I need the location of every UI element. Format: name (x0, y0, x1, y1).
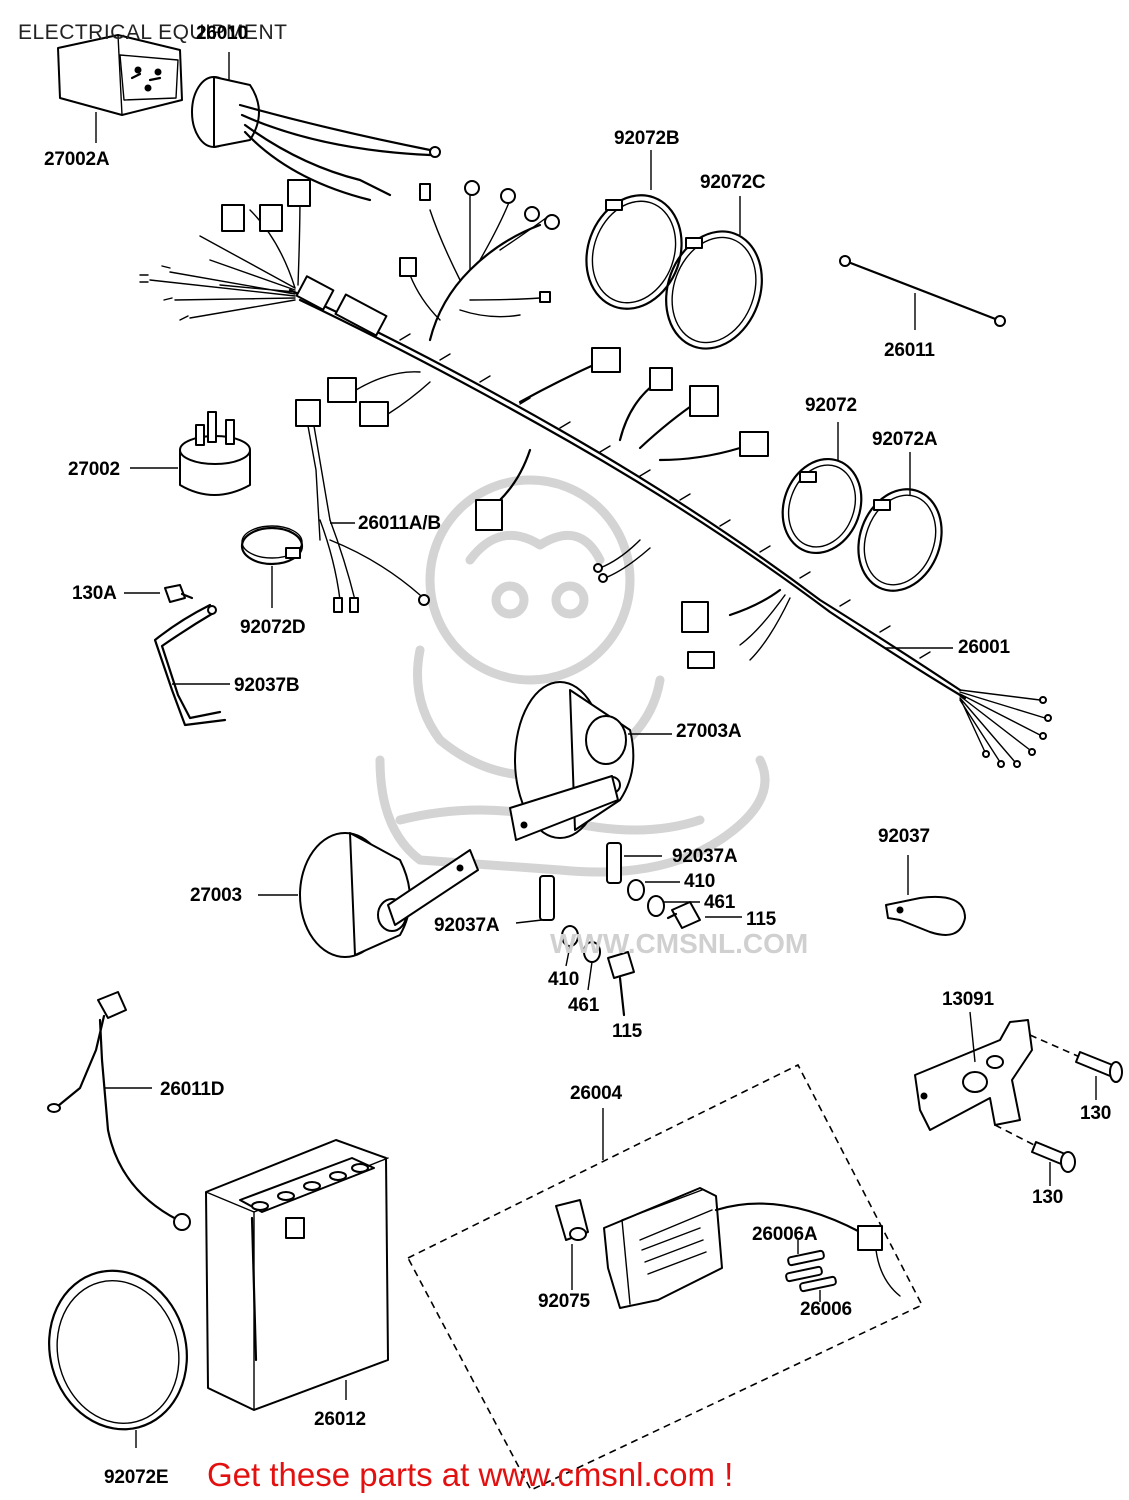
part-label-26006A[interactable]: 26006A (752, 1224, 818, 1245)
part-label-27002[interactable]: 27002 (68, 459, 120, 480)
part-label-92037B[interactable]: 92037B (234, 675, 300, 696)
horn-27003A (509, 681, 672, 841)
horn-27003 (258, 832, 479, 958)
battery-26012 (205, 1139, 389, 1411)
cable-band-92072D (240, 525, 304, 608)
part-label-92072B[interactable]: 92072B (614, 128, 680, 149)
part-label-26012[interactable]: 26012 (314, 1409, 366, 1430)
part-label-26004[interactable]: 26004 (570, 1083, 622, 1104)
lead-wire-26011D (47, 991, 191, 1231)
part-label-130A[interactable]: 130A (72, 583, 117, 604)
regulator-26004 (603, 1187, 901, 1309)
part-label-92075[interactable]: 92075 (538, 1291, 590, 1312)
part-label-26006[interactable]: 26006 (800, 1299, 852, 1320)
screw-130A (124, 584, 194, 603)
part-label-92072E[interactable]: 92072E (104, 1467, 169, 1488)
part-label-461-right[interactable]: 461 (704, 892, 736, 913)
horn-mount-hardware-right (606, 842, 742, 929)
cable-band-92072B (585, 150, 683, 310)
clamp-92037 (885, 855, 966, 936)
relay-27002A (57, 34, 183, 143)
bracket-13091 (914, 1011, 1033, 1131)
bracket-92037B (153, 603, 230, 727)
part-label-92072C[interactable]: 92072C (700, 172, 766, 193)
part-label-130-top[interactable]: 130 (1080, 1103, 1112, 1124)
wiring-harness-26001 (139, 179, 1052, 768)
part-label-115-left[interactable]: 115 (612, 1021, 643, 1042)
watermark-url: WWW.CMSNL.COM (550, 928, 809, 959)
cable-band-92072A (857, 452, 943, 592)
bolt-130-bottom (994, 1124, 1076, 1186)
lead-wire-26011AB (319, 519, 430, 613)
part-label-92037[interactable]: 92037 (878, 826, 930, 847)
cable-band-92072C (665, 196, 763, 350)
part-label-115-right[interactable]: 115 (746, 909, 777, 930)
part-label-92072A[interactable]: 92072A (872, 429, 938, 450)
part-label-27002A[interactable]: 27002A (44, 149, 110, 170)
part-label-26011AB[interactable]: 26011A/B (358, 513, 441, 534)
part-label-410-left[interactable]: 410 (548, 969, 580, 990)
part-label-461-left[interactable]: 461 (568, 995, 600, 1016)
flasher-27002 (130, 411, 251, 496)
socket-26010 (191, 52, 441, 202)
part-label-92072[interactable]: 92072 (805, 395, 857, 416)
part-label-26001[interactable]: 26001 (958, 637, 1010, 658)
lead-wire-26011 (839, 255, 1006, 330)
bolt-130-top (1029, 1034, 1123, 1100)
regulator-group-26004 (406, 1063, 924, 1492)
part-label-92072D[interactable]: 92072D (240, 617, 306, 638)
part-label-13091[interactable]: 13091 (942, 989, 994, 1010)
cable-band-92072 (781, 422, 863, 555)
part-label-130-bottom[interactable]: 130 (1032, 1187, 1064, 1208)
diagram-title: ELECTRICAL EQUIPMENT (18, 21, 288, 44)
part-label-26011D[interactable]: 26011D (160, 1079, 225, 1100)
horn-mount-hardware-left (515, 875, 635, 1017)
part-label-26011[interactable]: 26011 (884, 340, 935, 361)
part-label-92037A-right[interactable]: 92037A (672, 846, 738, 867)
part-label-92037A-left[interactable]: 92037A (434, 915, 500, 936)
part-label-26010[interactable]: 26010 (196, 23, 248, 44)
fuse-set-26006 (785, 1240, 837, 1302)
part-label-27003A[interactable]: 27003A (676, 721, 742, 742)
footer-banner-link[interactable]: Get these parts at www.cmsnl.com ! (207, 1456, 734, 1493)
battery-band-92072E (48, 1269, 188, 1448)
part-label-27003[interactable]: 27003 (190, 885, 242, 906)
cap-92075 (555, 1199, 589, 1290)
part-label-410-right[interactable]: 410 (684, 871, 716, 892)
